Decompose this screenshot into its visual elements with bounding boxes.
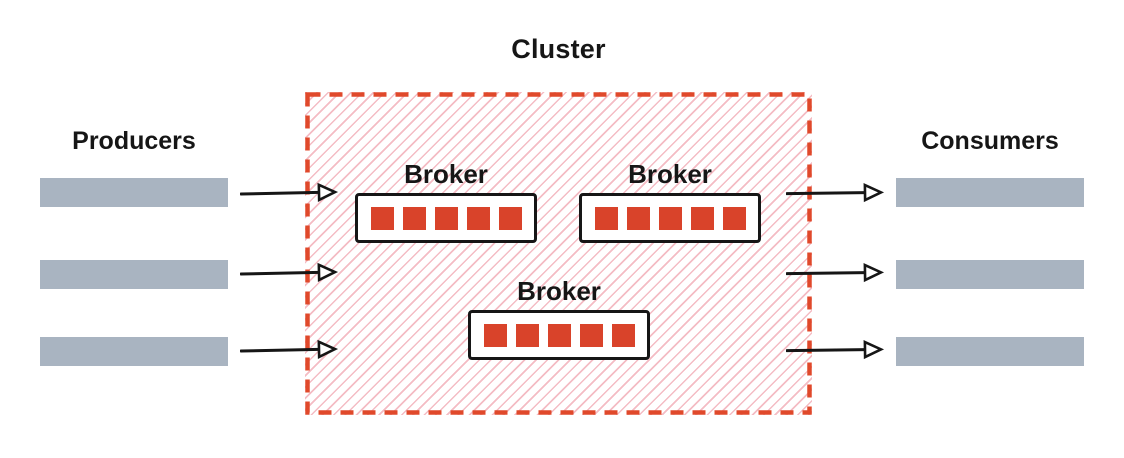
partition-square (370, 206, 394, 230)
partition-square (515, 323, 539, 347)
broker-group: Broker (579, 159, 761, 243)
consumer-arrow-right-icon (785, 263, 885, 283)
partition-square (626, 206, 650, 230)
partition-square (722, 206, 746, 230)
partition-square (579, 323, 603, 347)
broker-box (579, 193, 761, 243)
producer-bar (40, 178, 228, 207)
producer-bar (40, 337, 228, 366)
partition-square (658, 206, 682, 230)
producer-arrow-right-icon (239, 339, 339, 359)
broker-label: Broker (404, 159, 488, 189)
consumer-arrow-right-icon (785, 340, 885, 360)
partition-square (434, 206, 458, 230)
consumer-bar (896, 337, 1084, 366)
broker-group: Broker (468, 276, 650, 360)
broker-label: Broker (517, 276, 601, 306)
broker-box (468, 310, 650, 360)
broker-group: Broker (355, 159, 537, 243)
producer-arrow-right-icon (239, 262, 339, 282)
producer-bar (40, 260, 228, 289)
cluster-box (305, 92, 812, 415)
producers-label: Producers (72, 127, 196, 155)
partition-square (402, 206, 426, 230)
partition-square (483, 323, 507, 347)
partition-square (547, 323, 571, 347)
partition-square (611, 323, 635, 347)
cluster-title: Cluster (511, 34, 606, 64)
broker-box (355, 193, 537, 243)
consumer-bar (896, 178, 1084, 207)
partition-square (594, 206, 618, 230)
partition-square (498, 206, 522, 230)
broker-label: Broker (628, 159, 712, 189)
producer-arrow-right-icon (239, 182, 339, 202)
cluster-dashed-border (305, 92, 812, 415)
consumer-arrow-right-icon (785, 183, 885, 203)
consumers-label: Consumers (921, 127, 1059, 155)
consumer-bar (896, 260, 1084, 289)
partition-square (690, 206, 714, 230)
partition-square (466, 206, 490, 230)
